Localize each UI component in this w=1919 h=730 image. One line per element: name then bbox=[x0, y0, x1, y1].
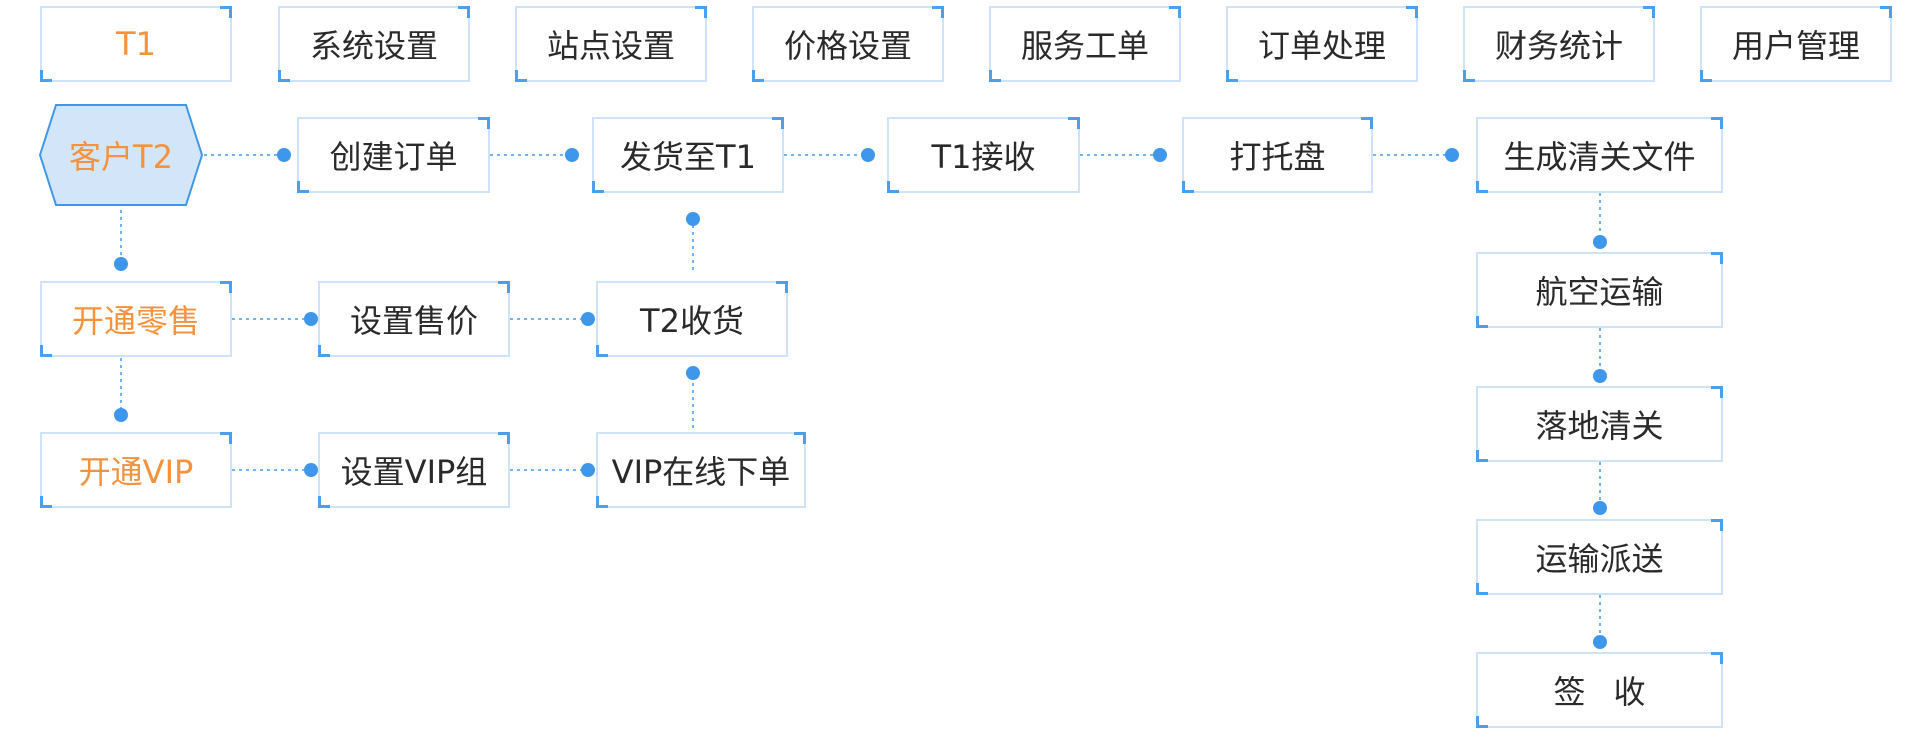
connector-dot bbox=[1445, 148, 1459, 162]
connector-dot bbox=[1153, 148, 1167, 162]
set-vip-group-node[interactable]: 设置VIP组 bbox=[318, 432, 510, 508]
nav-service-tickets[interactable]: 服务工单 bbox=[989, 6, 1181, 82]
nav-order-processing-label: 订单处理 bbox=[1257, 27, 1386, 65]
landing-clearance-label: 落地清关 bbox=[1535, 407, 1664, 445]
connector-dot bbox=[1593, 501, 1607, 515]
customer-t2-label: 客户T2 bbox=[69, 138, 173, 176]
nav-user-management-label: 用户管理 bbox=[1731, 27, 1860, 65]
connector-dot bbox=[565, 148, 579, 162]
connector-dot bbox=[114, 408, 128, 422]
palletize-node[interactable]: 打托盘 bbox=[1182, 117, 1373, 193]
set-price-label: 设置售价 bbox=[349, 302, 478, 340]
nav-service-tickets-label: 服务工单 bbox=[1020, 27, 1149, 65]
connector-dot bbox=[686, 212, 700, 226]
connector-dot bbox=[581, 463, 595, 477]
air-transport-label: 航空运输 bbox=[1535, 273, 1664, 311]
transport-delivery-node[interactable]: 运输派送 bbox=[1476, 519, 1723, 595]
air-transport-node[interactable]: 航空运输 bbox=[1476, 252, 1723, 328]
nav-t1-label: T1 bbox=[116, 25, 156, 63]
connector-dot bbox=[1593, 235, 1607, 249]
nav-order-processing[interactable]: 订单处理 bbox=[1226, 6, 1418, 82]
ship-to-t1-node[interactable]: 发货至T1 bbox=[592, 117, 784, 193]
nav-site-settings-label: 站点设置 bbox=[546, 27, 675, 65]
connector-dot bbox=[114, 257, 128, 271]
t2-receive-node[interactable]: T2收货 bbox=[596, 281, 788, 357]
transport-delivery-label: 运输派送 bbox=[1535, 540, 1664, 578]
open-retail-node[interactable]: 开通零售 bbox=[40, 281, 232, 357]
vip-online-order-label: VIP在线下单 bbox=[611, 453, 791, 491]
ship-to-t1-label: 发货至T1 bbox=[620, 138, 756, 176]
t1-receive-label: T1接收 bbox=[931, 138, 1036, 176]
nav-finance-stats[interactable]: 财务统计 bbox=[1463, 6, 1655, 82]
generate-clearance-docs-label: 生成清关文件 bbox=[1503, 138, 1696, 176]
landing-clearance-node[interactable]: 落地清关 bbox=[1476, 386, 1723, 462]
connector-dot bbox=[304, 463, 318, 477]
open-vip-node[interactable]: 开通VIP bbox=[40, 432, 232, 508]
connector-dot bbox=[304, 312, 318, 326]
t1-receive-node[interactable]: T1接收 bbox=[887, 117, 1080, 193]
nav-system-settings[interactable]: 系统设置 bbox=[278, 6, 470, 82]
nav-price-settings-label: 价格设置 bbox=[783, 27, 912, 65]
set-vip-group-label: 设置VIP组 bbox=[340, 453, 488, 491]
nav-user-management[interactable]: 用户管理 bbox=[1700, 6, 1892, 82]
open-retail-label: 开通零售 bbox=[71, 302, 200, 340]
create-order-label: 创建订单 bbox=[329, 138, 458, 176]
open-vip-label: 开通VIP bbox=[78, 453, 194, 491]
sign-receipt-label: 签收 bbox=[1553, 673, 1674, 711]
t2-receive-label: T2收货 bbox=[640, 302, 744, 340]
palletize-label: 打托盘 bbox=[1229, 138, 1326, 176]
vip-online-order-node[interactable]: VIP在线下单 bbox=[596, 432, 806, 508]
connector-dot bbox=[581, 312, 595, 326]
nav-t1[interactable]: T1 bbox=[40, 6, 232, 82]
connector-dot bbox=[686, 366, 700, 380]
sign-receipt-node[interactable]: 签收 bbox=[1476, 652, 1723, 728]
nav-finance-stats-label: 财务统计 bbox=[1494, 27, 1623, 65]
customer-t2-node[interactable]: 客户T2 bbox=[38, 102, 204, 208]
generate-clearance-docs-node[interactable]: 生成清关文件 bbox=[1476, 117, 1723, 193]
nav-site-settings[interactable]: 站点设置 bbox=[515, 6, 707, 82]
connector-dot bbox=[277, 148, 291, 162]
nav-price-settings[interactable]: 价格设置 bbox=[752, 6, 944, 82]
connector-dot bbox=[1593, 369, 1607, 383]
set-price-node[interactable]: 设置售价 bbox=[318, 281, 510, 357]
hexagon-shape bbox=[38, 104, 204, 206]
nav-system-settings-label: 系统设置 bbox=[309, 27, 438, 65]
create-order-node[interactable]: 创建订单 bbox=[297, 117, 490, 193]
connector-dot bbox=[861, 148, 875, 162]
connector-dot bbox=[1593, 635, 1607, 649]
